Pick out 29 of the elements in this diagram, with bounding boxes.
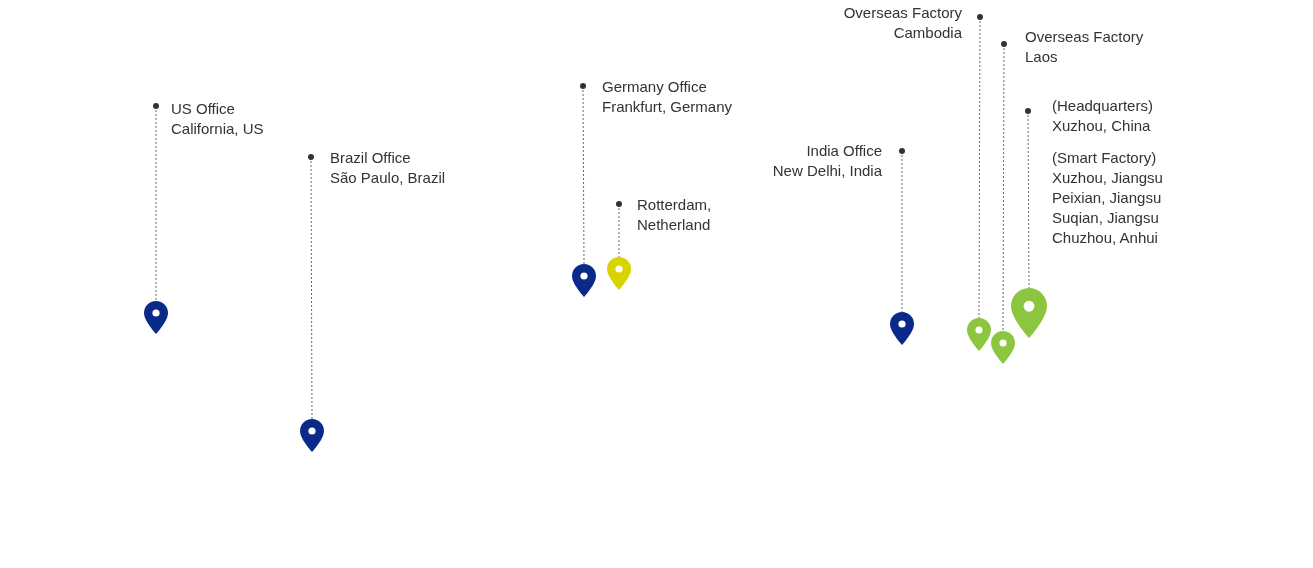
map-pin-icon xyxy=(991,331,1015,364)
map-pin-icon xyxy=(1011,288,1047,338)
map-pin-icon xyxy=(572,264,596,297)
place-address: Laos xyxy=(1025,47,1059,67)
place-address: (Smart Factory) xyxy=(1052,148,1158,168)
place-heading: Overseas Factory xyxy=(1025,27,1144,47)
place-address: Cambodia xyxy=(892,23,962,43)
place-heading: India Office xyxy=(805,141,882,161)
place-address: Xuzhou, China xyxy=(1052,116,1152,136)
place-heading: US Office xyxy=(171,99,236,119)
place-address: Xuzhou, Jiangsu Peixian, Jiangsu Suqian, Jiangsu Chuzhou, Anhui xyxy=(1052,168,1164,248)
leader-line xyxy=(308,154,314,420)
leader-line xyxy=(153,103,159,302)
place-heading: Overseas Factory xyxy=(843,3,962,23)
place-address: Frankfurt, Germany xyxy=(602,97,733,117)
place-heading: Germany Office xyxy=(602,77,708,97)
place-heading: Brazil Office xyxy=(330,148,412,168)
map-pin-icon xyxy=(967,318,991,351)
place-heading: Rotterdam, Netherland xyxy=(637,195,713,235)
place-address: São Paulo, Brazil xyxy=(330,168,446,188)
leader-line xyxy=(580,83,586,265)
place-heading: (Headquarters) xyxy=(1052,96,1154,116)
map-pin-icon xyxy=(144,301,168,334)
map-pin-icon xyxy=(300,419,324,452)
map-pin-icon xyxy=(890,312,914,345)
place-address: California, US xyxy=(171,119,264,139)
map-pin-icon xyxy=(607,257,631,290)
place-address: New Delhi, India xyxy=(772,161,882,181)
leader-line xyxy=(1001,41,1007,332)
